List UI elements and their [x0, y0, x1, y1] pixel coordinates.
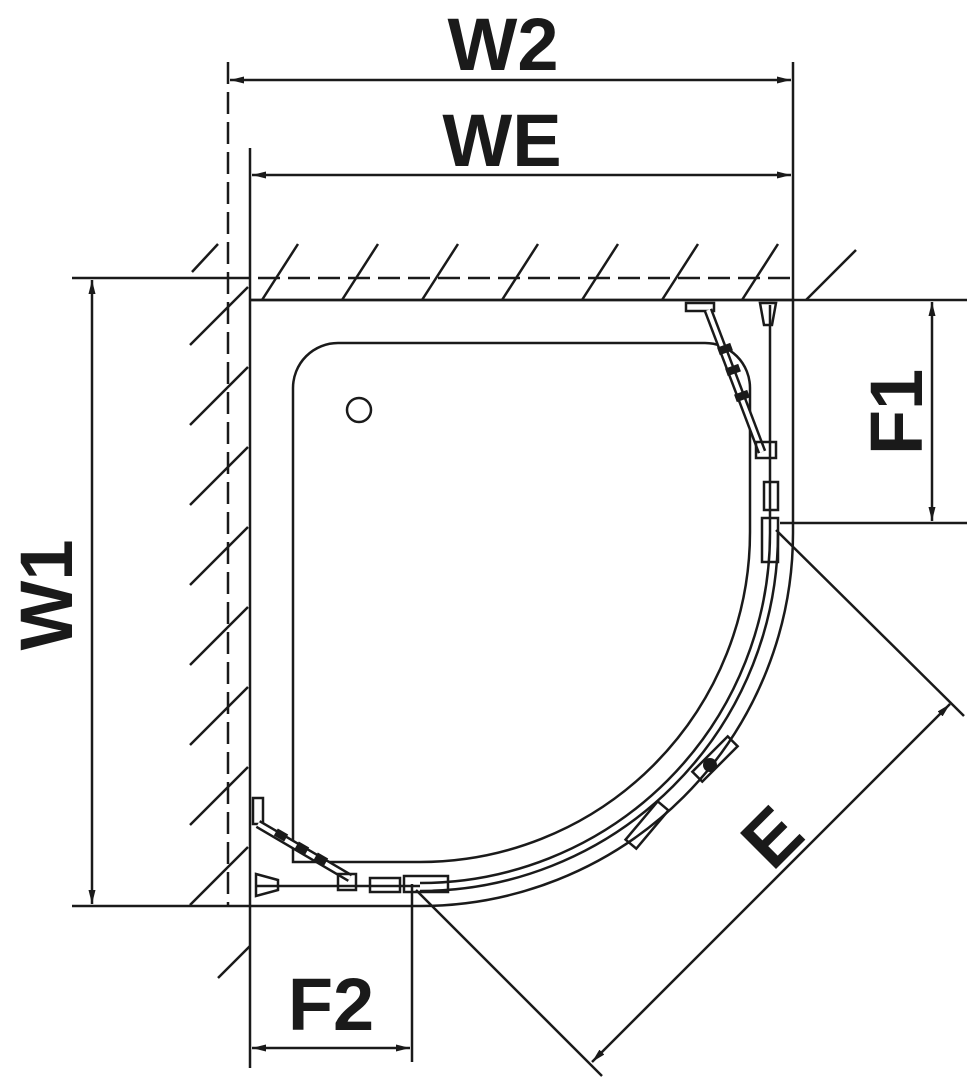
hatch-line [580, 243, 620, 301]
hatch-line [740, 243, 780, 301]
dimension-w1: W1 [5, 280, 96, 904]
hatch-line [189, 846, 249, 906]
hatch-line [805, 249, 857, 301]
shower-tray-basin [291, 341, 752, 864]
dimension-f2: F2 [252, 884, 414, 1062]
hatch-line [500, 243, 540, 301]
hatch-line [189, 526, 249, 586]
dimension-w2: W2 [230, 3, 791, 86]
hatch-line [189, 686, 249, 746]
label-w2: W2 [448, 3, 559, 86]
dimension-e: E [415, 529, 965, 1077]
dimension-f1: F1 [780, 302, 967, 525]
hatch-line [217, 945, 251, 979]
hatch-line [660, 243, 700, 301]
hatch-line [340, 243, 380, 301]
walls [72, 62, 967, 1068]
shower-tray-outline [250, 298, 795, 908]
top-wall-hatching [191, 243, 857, 301]
hatch-line [189, 766, 249, 826]
hinge-panel-top [684, 301, 780, 564]
hatch-line [189, 606, 249, 666]
label-f1: F1 [855, 369, 938, 455]
hatch-line [189, 286, 249, 346]
label-e: E [725, 790, 819, 884]
drain-icon [345, 396, 373, 424]
hinge-panel-bottom [251, 796, 450, 898]
hatch-line [189, 446, 249, 506]
label-f2: F2 [288, 963, 374, 1046]
curved-glass-door [256, 305, 780, 893]
dimension-we: WE [252, 99, 791, 182]
hatch-line [420, 243, 460, 301]
left-wall-hatching [189, 286, 251, 979]
hatch-line [189, 366, 249, 426]
hatch-line [260, 243, 300, 301]
hatch-line [191, 243, 219, 273]
label-we: WE [442, 99, 561, 182]
label-w1: W1 [5, 540, 88, 651]
